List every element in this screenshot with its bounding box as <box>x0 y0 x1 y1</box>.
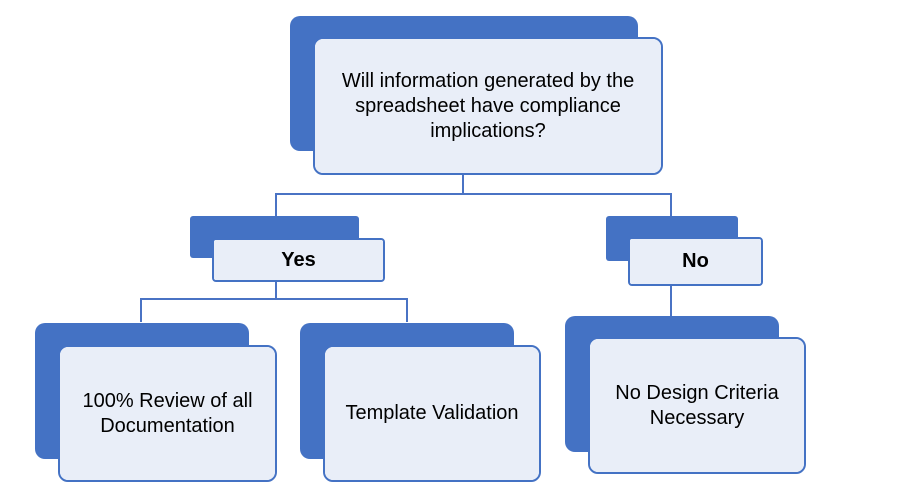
no-design-text: No Design Criteria Necessary <box>615 381 779 429</box>
connector-no-down <box>670 286 672 317</box>
no-design-card: No Design Criteria Necessary <box>588 337 806 474</box>
yes-card: Yes <box>212 238 385 282</box>
question-text: Will information generated by the spread… <box>341 69 635 142</box>
connector-template-up <box>406 298 408 322</box>
yes-label: Yes <box>281 248 316 271</box>
no-label: No <box>682 250 709 272</box>
template-card: Template Validation <box>323 345 541 482</box>
connector-yes-up <box>275 193 277 216</box>
no-card: No <box>628 237 763 286</box>
connector-root-horizontal <box>275 193 671 195</box>
connector-yes-down <box>275 282 277 299</box>
connector-no-up <box>670 193 672 216</box>
connector-root-down <box>462 174 464 194</box>
template-text: Template Validation <box>345 402 519 424</box>
connector-yes-horizontal <box>140 298 408 300</box>
review-card: 100% Review of all Documentation <box>58 345 277 482</box>
question-card: Will information generated by the spread… <box>313 37 663 175</box>
connector-review-up <box>140 298 142 322</box>
review-text: 100% Review of all Documentation <box>82 389 253 437</box>
